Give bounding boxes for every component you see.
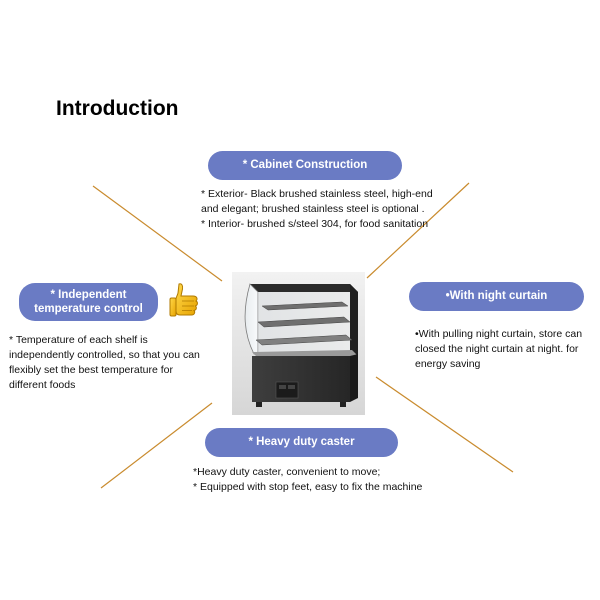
thumbs-up-icon [169, 283, 198, 317]
connector-line-bottom-right [375, 376, 514, 473]
connector-line-top-right [366, 182, 470, 279]
night-curtain-text: •With pulling night curtain, store can c… [415, 328, 583, 370]
temperature-text: * Temperature of each shelf is independe… [9, 334, 200, 391]
connector-line-top-left [92, 185, 223, 282]
connector-line-bottom-left [100, 402, 213, 489]
page-title: Introduction [56, 97, 179, 120]
cabinet-construction-description: * Exterior- Black brushed stainless stee… [201, 187, 437, 232]
night-curtain-heading: •With night curtain [409, 282, 584, 311]
caster-stop-feet-text: * Equipped with stop feet, easy to fix t… [193, 480, 423, 493]
heavy-duty-caster-description: *Heavy duty caster, convenient to move; … [193, 465, 423, 495]
caster-move-text: *Heavy duty caster, convenient to move; [193, 466, 381, 478]
cabinet-interior-text: * Interior- brushed s/steel 304, for foo… [201, 217, 429, 230]
temperature-control-heading: * Independent temperature control [19, 283, 158, 321]
night-curtain-description: •With pulling night curtain, store can c… [415, 327, 590, 372]
cabinet-exterior-text: * Exterior- Black brushed stainless stee… [201, 188, 433, 215]
temperature-control-description: * Temperature of each shelf is independe… [9, 333, 205, 393]
display-cabinet-image [232, 272, 365, 415]
heavy-duty-caster-heading: * Heavy duty caster [205, 428, 398, 457]
cabinet-construction-heading: * Cabinet Construction [208, 151, 402, 180]
